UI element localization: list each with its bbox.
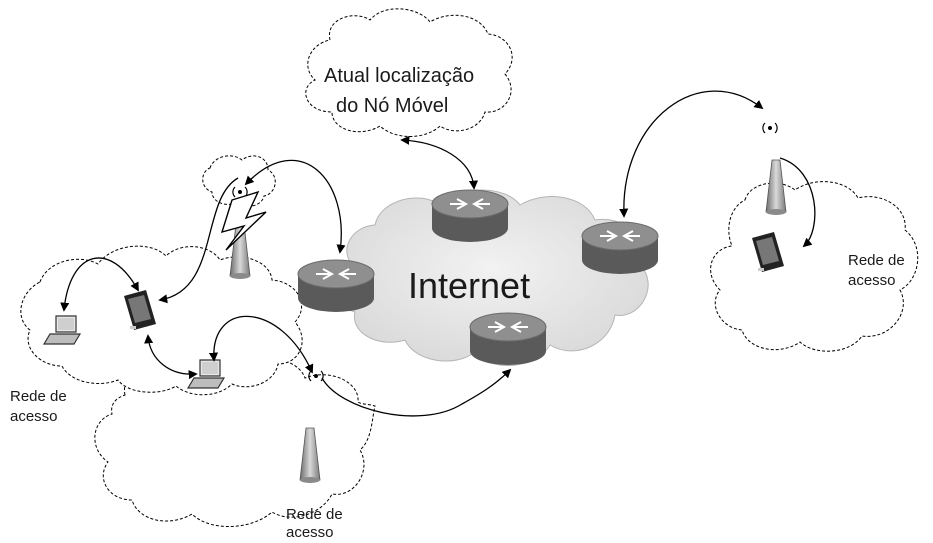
link-antenna-to-router bbox=[244, 159, 346, 254]
bottom-access-label-line1: Rede de bbox=[286, 506, 343, 523]
bottom-access-cloud bbox=[94, 353, 376, 527]
internet-label: Internet bbox=[408, 265, 531, 306]
link-right-antenna-to-pda bbox=[779, 157, 816, 248]
link-antenna-to-internet bbox=[321, 368, 512, 417]
link-right-antenna-to-router bbox=[619, 90, 764, 218]
left-access-label-line2: acesso bbox=[10, 408, 58, 425]
antenna-tower-icon bbox=[765, 159, 787, 216]
link-pda-to-laptop-bottom bbox=[144, 334, 198, 380]
link-antenna-to-pda bbox=[158, 177, 239, 304]
bottom-access-label-line2: acesso bbox=[286, 524, 334, 541]
router-icon bbox=[469, 312, 547, 366]
current-location-label-line2: do Nó Móvel bbox=[336, 95, 449, 117]
internet-cloud bbox=[333, 189, 649, 366]
left-access-label-line1: Rede de bbox=[10, 388, 67, 405]
right-access-label-line2: acesso bbox=[848, 272, 896, 289]
antenna-signal-icon bbox=[762, 122, 778, 134]
router-icon bbox=[581, 221, 659, 275]
right-access-cloud bbox=[710, 181, 919, 352]
router-icon bbox=[297, 259, 375, 313]
current-location-label-line1: Atual localização bbox=[324, 65, 475, 87]
right-access-label-line1: Rede de bbox=[848, 252, 905, 269]
current-location-cloud bbox=[305, 8, 513, 137]
link-location-to-router bbox=[400, 135, 479, 190]
link-laptop-to-antenna bbox=[208, 315, 314, 374]
router-icon bbox=[431, 189, 509, 243]
link-pda-to-laptop-left bbox=[60, 257, 139, 312]
